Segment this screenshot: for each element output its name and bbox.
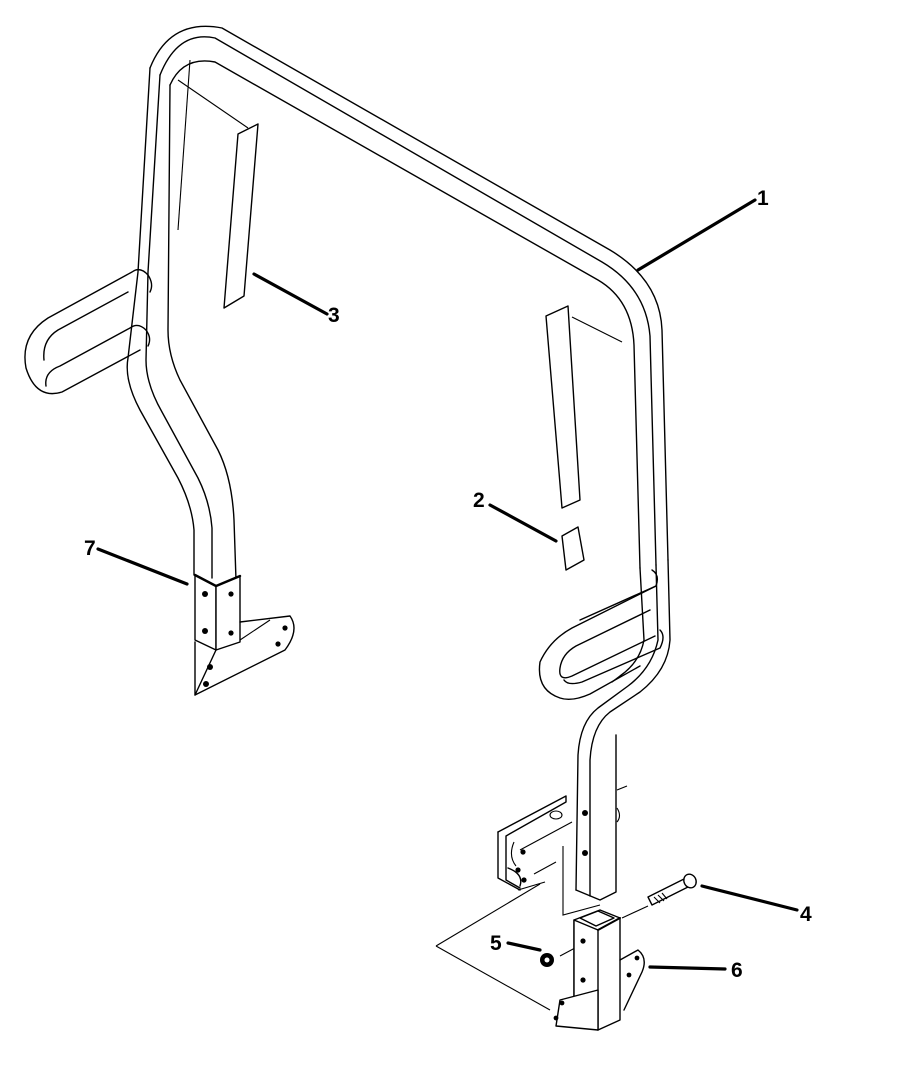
roll-bar-frame <box>126 25 671 901</box>
left-bracket <box>193 573 295 696</box>
decal-3 <box>223 123 259 309</box>
leader-2 <box>488 503 558 543</box>
callout-6: 6 <box>731 959 743 982</box>
decal-2 <box>561 526 585 571</box>
callout-4: 4 <box>800 903 812 926</box>
leader-3 <box>252 272 329 316</box>
bolt-4 <box>647 873 697 906</box>
left-handle <box>24 268 153 395</box>
callout-1: 1 <box>757 187 769 210</box>
right-handle <box>538 569 664 701</box>
leader-5 <box>506 941 542 952</box>
callout-5: 5 <box>490 932 502 955</box>
callout-3: 3 <box>328 304 340 327</box>
callout-2: 2 <box>473 489 485 512</box>
right-bracket <box>553 909 645 1031</box>
leader-6 <box>648 965 727 971</box>
decal-right-strip <box>545 305 581 509</box>
leader-lines <box>96 198 799 971</box>
callout-7: 7 <box>84 537 96 560</box>
leader-1 <box>636 198 757 272</box>
leader-4 <box>700 884 799 912</box>
assembly-lines <box>435 846 649 1011</box>
nut-5 <box>540 953 554 967</box>
channel-bracket <box>497 785 628 891</box>
leader-7 <box>96 547 189 586</box>
